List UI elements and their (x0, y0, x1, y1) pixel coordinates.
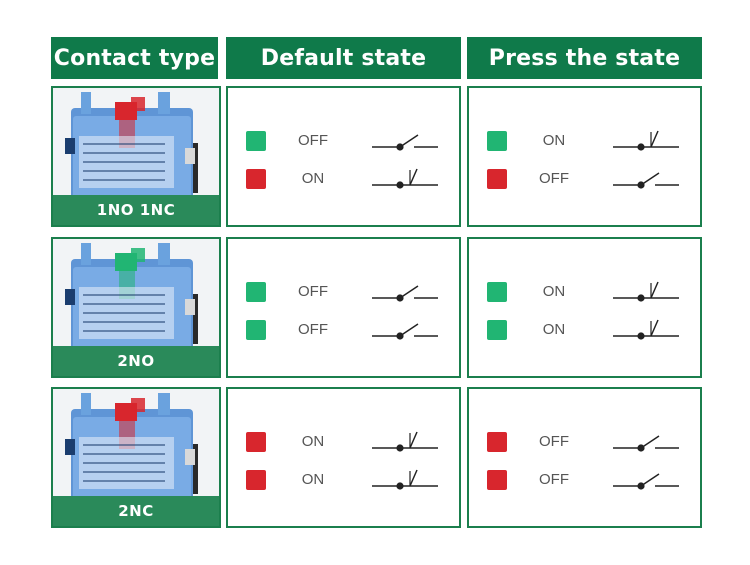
state-row: ON (469, 277, 700, 307)
state-text: ON (542, 283, 566, 300)
state-row: ON (228, 427, 459, 457)
default-state-cell-3: ON ON (226, 387, 461, 528)
contact-block-image-1: 1NO 1NC (51, 86, 221, 227)
red-indicator (487, 470, 507, 490)
green-indicator (246, 131, 266, 151)
default-state-cell-2: OFF OFF (226, 237, 461, 378)
open-switch-symbol-icon (613, 435, 679, 452)
open-switch-symbol-icon (372, 285, 438, 302)
state-row: OFF (228, 315, 459, 345)
open-switch-symbol-icon (613, 473, 679, 490)
header-contact-type: Contact type (51, 37, 218, 79)
state-row: OFF (469, 465, 700, 495)
contact-type-label: 2NC (53, 496, 219, 526)
state-text: ON (301, 170, 325, 187)
state-text: ON (301, 433, 325, 450)
red-indicator (246, 470, 266, 490)
state-row: ON (228, 164, 459, 194)
closed-switch-symbol-icon (372, 469, 438, 490)
red-indicator (487, 432, 507, 452)
state-text: ON (542, 321, 566, 338)
contact-block-image-3: 2NC (51, 387, 221, 528)
state-text: OFF (539, 471, 569, 488)
header-default-state: Default state (226, 37, 461, 79)
state-text: OFF (298, 283, 328, 300)
closed-switch-symbol-icon (372, 168, 438, 189)
state-text: OFF (298, 321, 328, 338)
closed-switch-symbol-icon (613, 130, 679, 151)
state-text: OFF (539, 433, 569, 450)
state-row: OFF (469, 164, 700, 194)
red-indicator (487, 169, 507, 189)
open-switch-symbol-icon (372, 134, 438, 151)
closed-switch-symbol-icon (613, 281, 679, 302)
green-indicator (246, 282, 266, 302)
open-switch-symbol-icon (613, 172, 679, 189)
green-indicator (487, 282, 507, 302)
closed-switch-symbol-icon (613, 319, 679, 340)
contact-type-label: 2NO (53, 346, 219, 376)
press-state-cell-1: ON OFF (467, 86, 702, 227)
open-switch-symbol-icon (372, 323, 438, 340)
contact-block-image-2: 2NO (51, 237, 221, 378)
state-text: ON (301, 471, 325, 488)
state-text: OFF (298, 132, 328, 149)
state-row: OFF (228, 277, 459, 307)
press-state-cell-3: OFF OFF (467, 387, 702, 528)
state-row: ON (228, 465, 459, 495)
green-indicator (487, 131, 507, 151)
red-indicator (246, 432, 266, 452)
red-indicator (246, 169, 266, 189)
green-indicator (246, 320, 266, 340)
contact-block-photo (53, 88, 219, 225)
press-state-cell-2: ON ON (467, 237, 702, 378)
state-row: ON (469, 126, 700, 156)
contact-type-label: 1NO 1NC (53, 195, 219, 225)
header-press-state: Press the state (467, 37, 702, 79)
state-row: ON (469, 315, 700, 345)
state-text: OFF (539, 170, 569, 187)
state-text: ON (542, 132, 566, 149)
green-indicator (487, 320, 507, 340)
contact-block-illustration (53, 88, 219, 225)
state-row: OFF (228, 126, 459, 156)
default-state-cell-1: OFF ON (226, 86, 461, 227)
closed-switch-symbol-icon (372, 431, 438, 452)
state-row: OFF (469, 427, 700, 457)
